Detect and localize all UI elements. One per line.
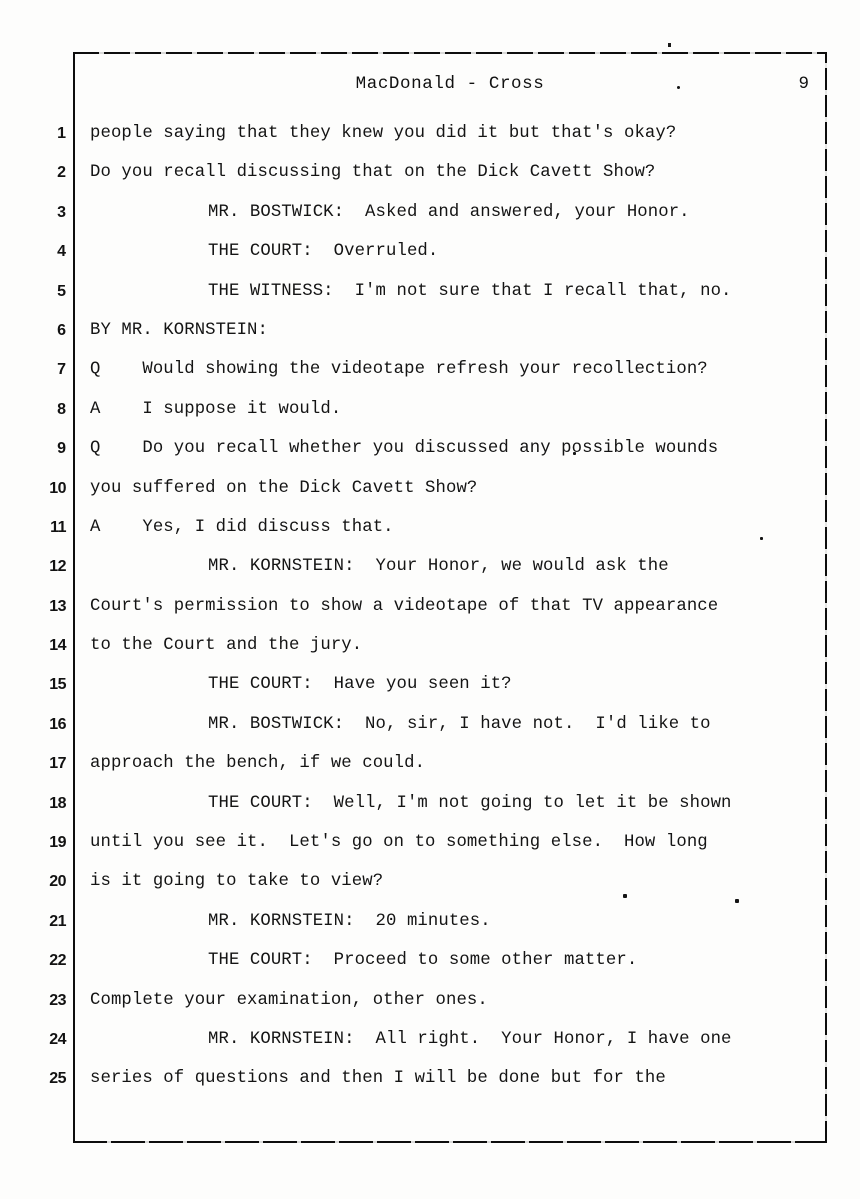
line-number: 2	[57, 164, 66, 182]
line-number: 24	[49, 1030, 66, 1048]
page-header: MacDonald - Cross 9	[73, 74, 827, 108]
transcript-line: THE WITNESS: I'm not sure that I recall …	[208, 281, 732, 301]
transcript-line: Q Would showing the videotape refresh yo…	[90, 360, 708, 380]
transcript-line: THE COURT: Proceed to some other matter.	[208, 951, 638, 971]
scan-speck-line12-icon	[760, 537, 763, 540]
transcript-line: Court's permission to show a videotape o…	[90, 596, 719, 616]
line-number: 8	[57, 400, 66, 418]
line-number: 10	[49, 479, 66, 497]
transcript-line: people saying that they knew you did it …	[90, 124, 677, 143]
line-number: 16	[49, 715, 66, 733]
line-number: 9	[57, 440, 66, 458]
line-number: 17	[49, 755, 66, 773]
transcript-line: BY MR. KORNSTEIN:	[90, 320, 268, 340]
transcript-line: MR. BOSTWICK: No, sir, I have not. I'd l…	[208, 714, 711, 734]
page-border-rule	[73, 52, 827, 1143]
transcript-line: THE COURT: Well, I'm not going to let it…	[208, 793, 732, 813]
line-number: 11	[50, 518, 66, 536]
scan-speck-top-icon	[668, 43, 671, 47]
transcript-line: Do you recall discussing that on the Dic…	[90, 163, 656, 183]
line-number: 1	[57, 125, 66, 142]
page-title: MacDonald - Cross	[355, 74, 545, 94]
line-number: 15	[49, 676, 66, 694]
transcript-line: THE COURT: Have you seen it?	[208, 675, 512, 695]
scan-speck-line21a-icon	[623, 894, 627, 898]
transcript-line: approach the bench, if we could.	[90, 754, 426, 774]
line-number: 18	[49, 794, 66, 812]
scan-speck-line9-icon	[573, 452, 576, 455]
line-number: 23	[49, 991, 66, 1009]
page-number: 9	[798, 74, 809, 94]
line-number: 12	[49, 558, 66, 576]
transcript-line: series of questions and then I will be d…	[90, 1069, 666, 1089]
line-number: 6	[57, 321, 66, 339]
transcript-line: you suffered on the Dick Cavett Show?	[90, 478, 478, 498]
line-number: 21	[49, 912, 66, 930]
scan-speck-header-icon	[677, 86, 680, 89]
transcript-line: MR. KORNSTEIN: Your Honor, we would ask …	[208, 557, 669, 577]
line-number: 13	[49, 597, 66, 615]
transcript-text-body: people saying that they knew you did it …	[90, 114, 820, 1099]
scan-speck-line21b-icon	[735, 899, 739, 903]
line-number: 14	[49, 637, 66, 655]
transcript-line: until you see it. Let's go on to somethi…	[90, 833, 708, 853]
line-number: 22	[49, 952, 66, 970]
transcript-line: MR. KORNSTEIN: 20 minutes.	[208, 911, 491, 931]
transcript-line: to the Court and the jury.	[90, 636, 363, 656]
line-number: 19	[49, 834, 66, 852]
line-number: 4	[57, 243, 66, 261]
line-number: 5	[57, 282, 66, 300]
transcript-line: Q Do you recall whether you discussed an…	[90, 439, 719, 459]
transcript-line: MR. BOSTWICK: Asked and answered, your H…	[208, 202, 690, 222]
transcript-line: MR. KORNSTEIN: All right. Your Honor, I …	[208, 1029, 732, 1049]
line-number: 7	[57, 361, 66, 379]
line-number: 25	[49, 1070, 66, 1088]
transcript-line: is it going to take to view?	[90, 872, 384, 892]
transcript-line: THE COURT: Overruled.	[208, 242, 439, 262]
transcript-line: Complete your examination, other ones.	[90, 990, 488, 1010]
transcript-line: A Yes, I did discuss that.	[90, 517, 394, 537]
line-number: 20	[49, 873, 66, 891]
line-number: 3	[57, 203, 66, 221]
transcript-line: A I suppose it would.	[90, 399, 342, 419]
